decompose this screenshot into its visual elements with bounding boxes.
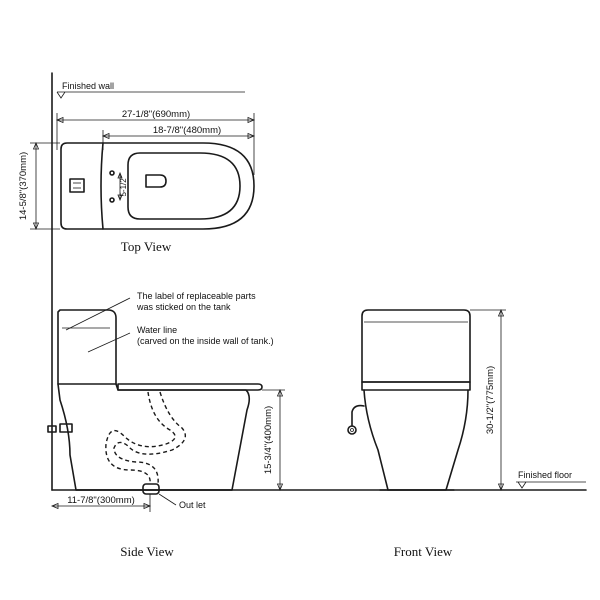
- front-view: 30-1/2"(775mm) Front View: [347, 308, 506, 559]
- finished-floor: Finished floor: [51, 470, 587, 491]
- outlet-label: Out let: [179, 500, 206, 510]
- supply-valve-icon: [347, 425, 357, 435]
- finished-wall: Finished wall: [51, 72, 245, 491]
- wall-marker-icon: [56, 91, 66, 99]
- side-tank: [57, 309, 117, 385]
- finished-wall-label: Finished wall: [62, 81, 114, 91]
- side-view: Out let The label of replaceable parts w…: [47, 291, 285, 559]
- bolt-hole-icon: [109, 197, 115, 203]
- outlet-icon: [142, 483, 160, 495]
- finished-floor-label: Finished floor: [518, 470, 572, 480]
- overall-length-dim: 27-1/8"(690mm): [122, 109, 190, 120]
- trapway-inner: [113, 391, 186, 485]
- tank-bowl-seam: [100, 142, 104, 230]
- side-body: [57, 383, 251, 491]
- supply-line: [351, 404, 365, 427]
- seat-outline: [127, 152, 241, 220]
- floor-marker-icon: [517, 481, 527, 489]
- overall-height-dim: 30-1/2"(775mm): [485, 366, 496, 434]
- trapway-outer: [105, 391, 176, 485]
- front-seat: [361, 381, 471, 391]
- front-tank: [361, 309, 471, 383]
- side-view-title: Side View: [120, 544, 174, 559]
- top-view-title: Top View: [121, 239, 172, 254]
- water-line-note-1: Water line: [137, 325, 177, 335]
- bowl-length-dim: 18-7/8"(480mm): [153, 125, 221, 136]
- side-seat: [117, 383, 263, 391]
- wall-fitting-icon: [47, 425, 57, 433]
- supply-valve-icon: [59, 423, 73, 433]
- top-outline: [60, 142, 255, 230]
- water-line-note-2: (carved on the inside wall of tank.): [137, 336, 274, 346]
- front-view-title: Front View: [394, 544, 453, 559]
- bolt-hole-icon: [109, 170, 115, 176]
- flush-button-icon: [69, 178, 85, 193]
- seat-height-dim: 15-3/4"(400mm): [263, 406, 274, 474]
- width-dim: 14-5/8"(370mm): [18, 152, 29, 220]
- lid-hinge-icon: [145, 174, 167, 188]
- rough-in-dim: 11-7/8"(300mm): [67, 495, 135, 506]
- front-body: [363, 389, 469, 491]
- replaceable-parts-note-1: The label of replaceable parts: [137, 291, 256, 301]
- replaceable-parts-note-2: was sticked on the tank: [136, 302, 231, 312]
- top-view: 27-1/8"(690mm) 18-7/8"(480mm) 14-5/8"(37…: [18, 109, 256, 254]
- bolt-spacing-dim: 5-1/2": [119, 175, 128, 196]
